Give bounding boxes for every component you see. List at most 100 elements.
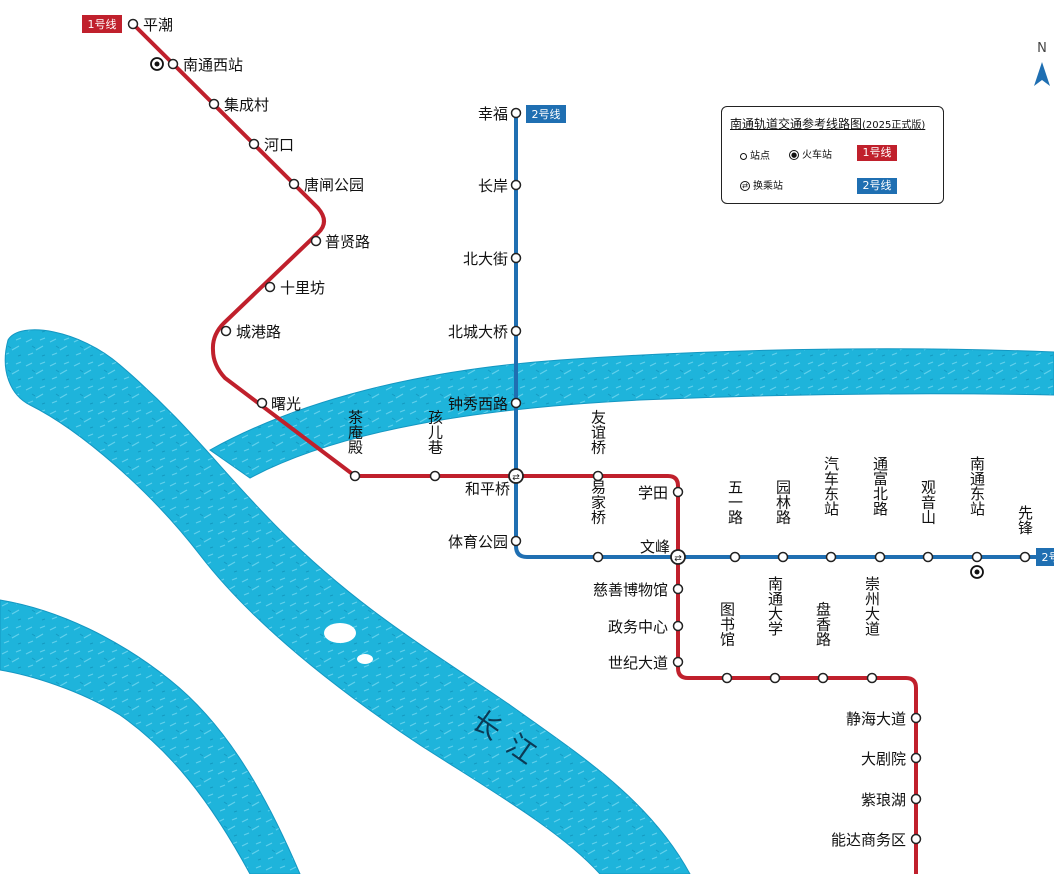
station-label: 钟秀西路 [448, 395, 508, 413]
station-xianfeng[interactable]: 先锋 [1016, 505, 1034, 563]
station-label: 北大街 [463, 250, 508, 268]
station-label: 图书馆 [718, 602, 736, 647]
station-shilifang[interactable]: 十里坊 [264, 279, 326, 297]
river-main-body [4, 329, 691, 874]
station-library[interactable]: 图书馆 [718, 602, 736, 684]
river-branch [209, 348, 1054, 479]
station-wuyi-road[interactable]: 五一路 [726, 480, 744, 563]
station-nantong-west[interactable]: 南通西站 [150, 56, 243, 74]
station-label: 茶庵殿 [346, 410, 364, 455]
station-nantong-university[interactable]: 南通大学 [766, 576, 784, 684]
watermark: 小红书 [966, 843, 1026, 867]
station-label: 文峰 [640, 538, 670, 556]
station-beicheng-bridge[interactable]: 北城大桥 [448, 323, 522, 341]
station-hekou[interactable]: 河口 [248, 136, 295, 154]
station-zhongxiu-west[interactable]: 钟秀西路 [448, 395, 522, 413]
line2-tag-label: 2号线 [532, 107, 561, 121]
line1-tag: 1号线 [82, 15, 122, 33]
station-label: 唐闸公园 [304, 176, 364, 194]
legend-line2-chip: 2号线 [857, 178, 897, 194]
station-jinghai-avenue[interactable]: 静海大道 [846, 710, 922, 728]
line2-stations: 幸福 长岸 北大街 北城大桥 钟秀西路 体育公园 易家桥 五一路 园林路 汽车东… [448, 105, 1034, 579]
station-chenggang-road[interactable]: 城港路 [220, 323, 282, 341]
station-label: 静海大道 [846, 710, 906, 728]
train-station-icon: ● [789, 150, 799, 160]
station-changan[interactable]: 长岸 [478, 177, 522, 195]
station-bus-east[interactable]: 汽车东站 [822, 456, 840, 563]
station-youyiqiao[interactable]: 友谊桥 [589, 410, 607, 482]
station-yuanlin-road[interactable]: 园林路 [774, 480, 792, 563]
station-xuetian[interactable]: 学田 [638, 484, 684, 502]
svg-text:⇄: ⇄ [512, 473, 520, 483]
north-arrow-icon: N [1034, 41, 1050, 86]
station-label: 通富北路 [871, 456, 889, 516]
station-panxiang-road[interactable]: 盘香路 [814, 601, 832, 684]
legend-station: 站点 [740, 147, 770, 162]
river-island [357, 654, 373, 664]
transfer-icon: ⇄ [740, 181, 750, 191]
transfer-heping-bridge[interactable]: ⇄ 和平桥 [465, 468, 524, 498]
station-shuguang[interactable]: 曙光 [256, 395, 302, 413]
station-label: 能达商务区 [831, 831, 906, 849]
station-chongzhou-avenue[interactable]: 崇州大道 [863, 576, 881, 684]
station-zilanghu[interactable]: 紫琅湖 [861, 791, 922, 809]
station-label: 崇州大道 [863, 576, 881, 636]
station-chaandian[interactable]: 茶庵殿 [346, 410, 364, 482]
station-grand-theatre[interactable]: 大剧院 [861, 750, 922, 768]
legend-train: ●火车站 [789, 146, 832, 161]
station-label: 五一路 [726, 480, 744, 525]
station-label: 体育公园 [448, 533, 508, 551]
station-label: 先锋 [1016, 505, 1034, 535]
station-pingchao[interactable]: 平潮 [127, 16, 174, 34]
station-tongfu-north[interactable]: 通富北路 [871, 456, 889, 563]
legend-title-note: (2025正式版) [862, 120, 926, 131]
station-label: 曙光 [271, 395, 301, 413]
station-zhengwu-center[interactable]: 政务中心 [608, 618, 684, 636]
legend-title-text: 南通轨道交通参考线路图 [730, 117, 863, 131]
river: 长江 [0, 329, 1054, 874]
legend-station-label: 站点 [750, 151, 770, 162]
station-label: 孩儿巷 [426, 410, 444, 455]
legend-line1-chip: 1号线 [857, 145, 897, 161]
line1-tag-label: 1号线 [88, 17, 117, 31]
station-tangzha-park[interactable]: 唐闸公园 [288, 176, 365, 194]
station-label: 盘香路 [814, 601, 832, 647]
station-beidajie[interactable]: 北大街 [463, 250, 522, 268]
station-jichengcun[interactable]: 集成村 [208, 96, 270, 114]
station-yijiaqiao[interactable]: 易家桥 [589, 480, 607, 563]
legend-train-label: 火车站 [802, 150, 832, 161]
station-label: 长岸 [478, 177, 508, 195]
station-cishan-museum[interactable]: 慈善博物馆 [593, 581, 684, 599]
station-puxian-road[interactable]: 普贤路 [310, 233, 371, 251]
train-station-icon [150, 57, 164, 71]
line2-tag-end-label: 2号线 [1042, 550, 1054, 564]
legend: 南通轨道交通参考线路图(2025正式版) 站点 ●火车站 ⇄换乘站 1号线 2号… [721, 106, 944, 204]
station-label: 普贤路 [325, 233, 370, 251]
station-label: 平潮 [143, 16, 173, 34]
station-nengda-business[interactable]: 能达商务区 [831, 831, 922, 849]
station-sports-park[interactable]: 体育公园 [448, 533, 522, 551]
station-label: 和平桥 [465, 480, 510, 498]
station-label: 世纪大道 [608, 654, 668, 672]
station-dot-icon [740, 152, 747, 160]
station-guanyinshan[interactable]: 观音山 [919, 480, 937, 563]
station-label: 南通西站 [183, 56, 243, 74]
station-label: 汽车东站 [822, 456, 840, 516]
compass-label: N [1037, 41, 1047, 56]
station-shiji-avenue[interactable]: 世纪大道 [608, 654, 684, 672]
station-label: 学田 [638, 484, 668, 502]
station-label: 幸福 [478, 105, 508, 123]
line2-tag-end: 2号线 [1036, 548, 1054, 566]
line1-stations: 平潮 南通西站 集成村 河口 唐闸公园 普贤路 十里坊 城港路 曙光 茶庵殿 孩… [127, 16, 922, 849]
station-label: 南通东站 [968, 456, 986, 516]
station-label: 河口 [264, 136, 294, 154]
station-haierxiang[interactable]: 孩儿巷 [426, 410, 444, 482]
station-xingfu[interactable]: 幸福 [478, 105, 522, 123]
station-nantong-east[interactable]: 南通东站 [968, 456, 986, 579]
river-island [324, 623, 356, 643]
legend-transfer: ⇄换乘站 [740, 177, 783, 192]
transfer-wenfeng[interactable]: ⇄ 文峰 [640, 538, 686, 565]
station-label: 十里坊 [280, 279, 325, 297]
station-label: 易家桥 [589, 480, 607, 525]
